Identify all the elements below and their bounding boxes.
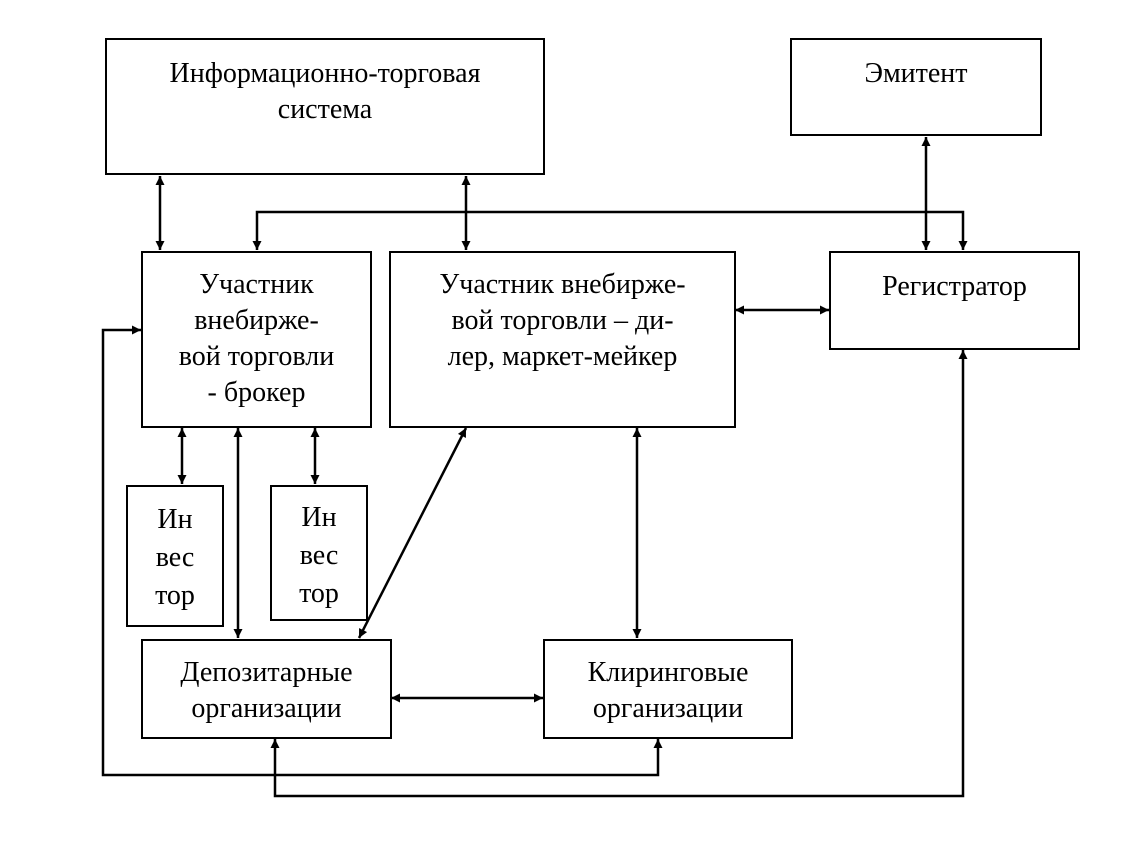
depository-box: Депозитарные организации	[141, 639, 392, 739]
arrow-depository-registrar-loop	[270, 350, 968, 798]
label-line: Информационно-торговая	[169, 58, 481, 89]
label-line: вес	[155, 542, 195, 573]
investor-label-2: Ин вес тор	[272, 499, 366, 613]
label-line: система	[277, 94, 373, 125]
arrow-dealer-depository	[357, 427, 468, 639]
label-line: Участник	[199, 269, 314, 300]
label-line: Эмитент	[864, 58, 968, 89]
clearing-label: Клиринговые организации	[545, 655, 791, 727]
label-line: Ин	[157, 504, 193, 535]
dealer-box: Участник внебирже- вой торговли – ди- ле…	[389, 251, 736, 428]
broker-label: Участник внебирже- вой торговли - брокер	[143, 267, 370, 411]
label-line: Регистратор	[882, 271, 1027, 302]
broker-box: Участник внебирже- вой торговли - брокер	[141, 251, 372, 428]
label-line: - брокер	[207, 377, 306, 408]
investor-box-2: Ин вес тор	[270, 485, 368, 621]
label-line: тор	[155, 580, 195, 611]
depository-label: Депозитарные организации	[143, 655, 390, 727]
emitent-label: Эмитент	[792, 56, 1040, 92]
label-line: лер, маркет-мейкер	[447, 341, 678, 372]
its-box: Информационно-торговая система	[105, 38, 545, 175]
label-line: организации	[592, 693, 744, 724]
registrar-box: Регистратор	[829, 251, 1080, 350]
arrow-broker-registrar-top	[252, 210, 968, 250]
label-line: тор	[299, 578, 339, 609]
emitent-box: Эмитент	[790, 38, 1042, 136]
label-line: вой торговли	[178, 341, 335, 372]
label-line: внебирже-	[194, 305, 319, 336]
dealer-label: Участник внебирже- вой торговли – ди- ле…	[391, 267, 734, 375]
label-line: вес	[299, 540, 339, 571]
label-line: Ин	[301, 502, 337, 533]
registrar-label: Регистратор	[831, 269, 1078, 305]
label-line: Клиринговые	[587, 657, 749, 688]
label-line: Депозитарные	[180, 657, 353, 688]
arrow-broker-clearing-loop	[101, 325, 663, 777]
label-line: организации	[191, 693, 342, 724]
investor-label-1: Ин вес тор	[128, 501, 222, 615]
its-label: Информационно-торговая система	[107, 56, 543, 128]
label-line: Участник внебирже-	[439, 269, 686, 300]
clearing-box: Клиринговые организации	[543, 639, 793, 739]
label-line: вой торговли – ди-	[451, 305, 674, 336]
investor-box-1: Ин вес тор	[126, 485, 224, 627]
